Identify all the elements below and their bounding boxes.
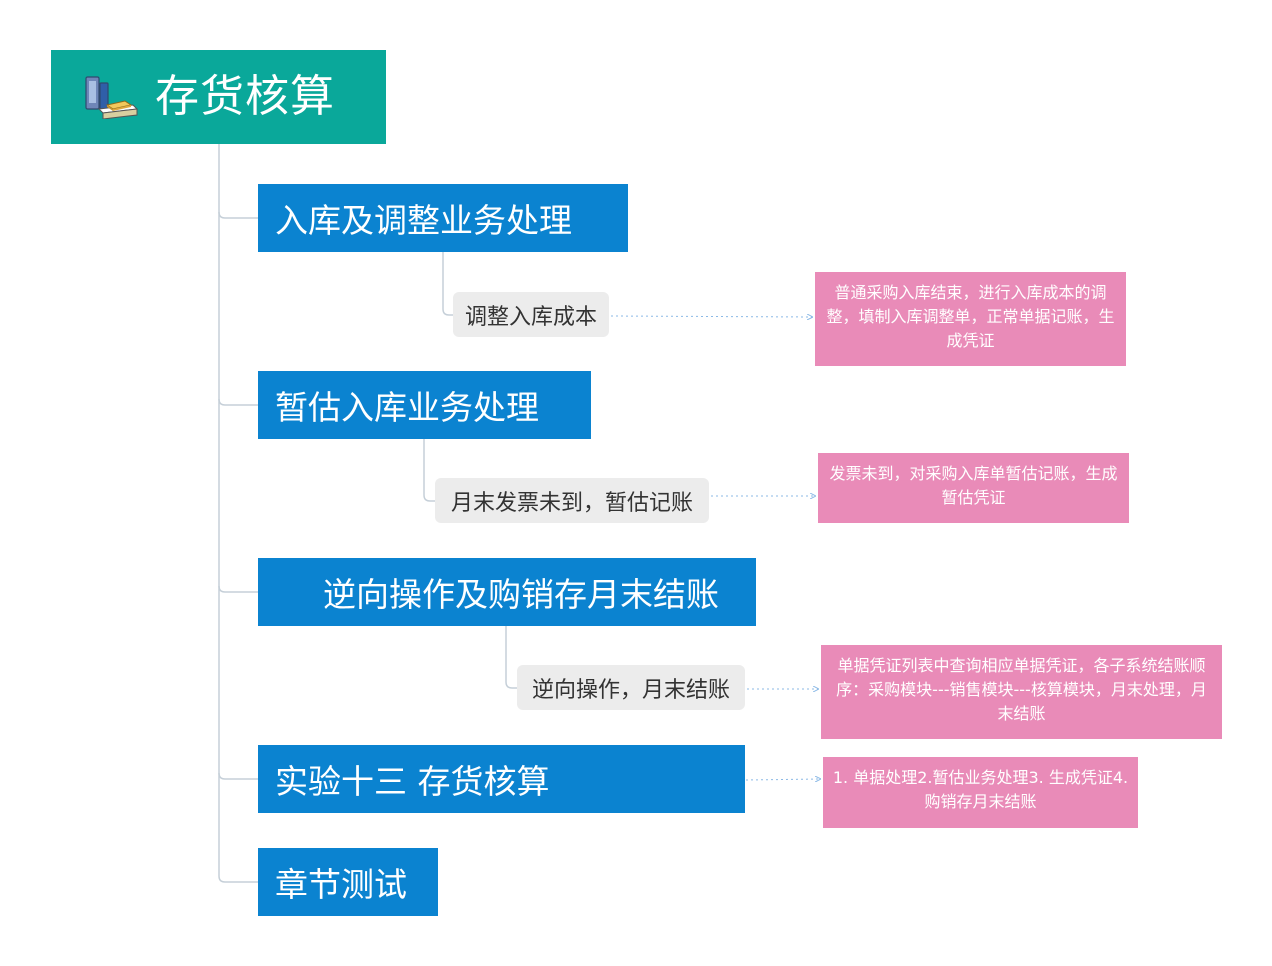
sub-link-2	[423, 439, 435, 502]
note-text: 普通采购入库结束，进行入库成本的调整，填制入库调整单，正常单据记账，生成凭证	[826, 283, 1115, 350]
root-title: 存货核算	[155, 71, 335, 122]
trunk-link-1	[218, 211, 258, 219]
root-node[interactable]: 存货核算	[51, 50, 386, 144]
branch-chapter-test[interactable]: 章节测试	[258, 848, 438, 916]
sub-month-end-provisional[interactable]: 月末发票未到，暂估记账	[435, 478, 709, 523]
note-text: 发票未到，对采购入库单暂估记账，生成暂估凭证	[829, 464, 1118, 507]
branch-reverse-month-end[interactable]: 逆向操作及购销存月末结账	[258, 558, 756, 626]
note-provisional-inbound: 发票未到，对采购入库单暂估记账，生成暂估凭证	[818, 453, 1129, 523]
books-icon	[81, 74, 141, 120]
branch-experiment-13[interactable]: 实验十三 存货核算	[258, 745, 745, 813]
sub-adjust-inbound-cost[interactable]: 调整入库成本	[453, 292, 609, 337]
note-link-1	[610, 316, 812, 317]
note-inbound-adjustment: 普通采购入库结束，进行入库成本的调整，填制入库调整单，正常单据记账，生成凭证	[815, 272, 1126, 366]
trunk-link-3	[218, 585, 258, 593]
branch-provisional-inbound[interactable]: 暂估入库业务处理	[258, 371, 591, 439]
sub-reverse-operation[interactable]: 逆向操作，月末结账	[517, 665, 745, 710]
sub-link-1	[442, 252, 453, 316]
branch-inbound-adjustment[interactable]: 入库及调整业务处理	[258, 184, 628, 252]
note-text: 1. 单据处理2.暂估业务处理3. 生成凭证4.购销存月末结账	[832, 768, 1129, 811]
trunk-link-2	[218, 398, 258, 406]
note-experiment-13: 1. 单据处理2.暂估业务处理3. 生成凭证4.购销存月末结账	[823, 757, 1138, 828]
trunk-link-4	[218, 772, 258, 780]
note-reverse-month-end: 单据凭证列表中查询相应单据凭证，各子系统结账顺序：采购模块---销售模块---核…	[821, 645, 1222, 739]
note-text: 单据凭证列表中查询相应单据凭证，各子系统结账顺序：采购模块---销售模块---核…	[836, 656, 1207, 723]
trunk-line	[218, 144, 258, 883]
sub-link-3	[505, 626, 517, 689]
note-link-4	[745, 779, 820, 780]
